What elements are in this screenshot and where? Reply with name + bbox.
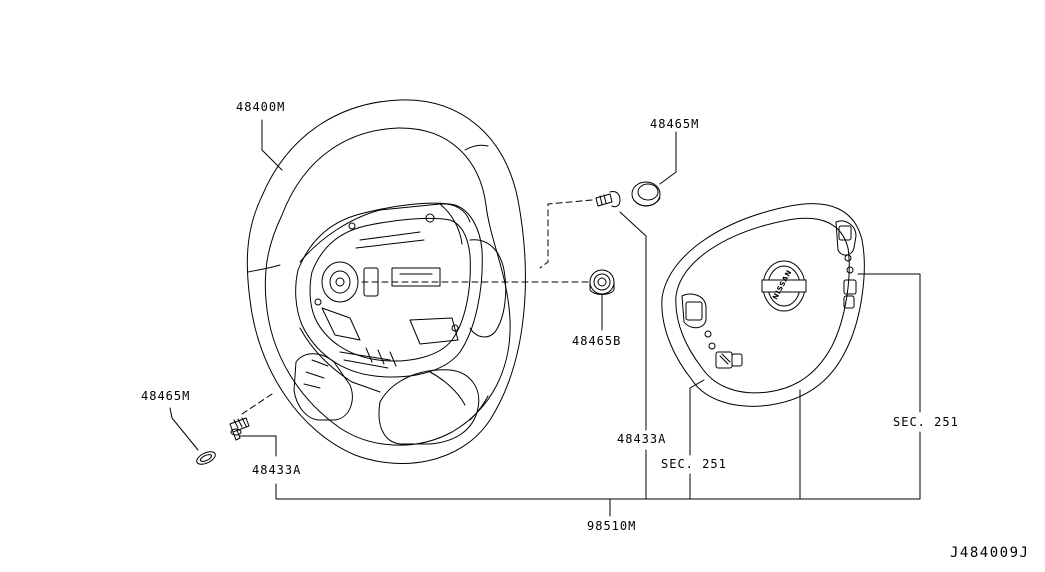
left-cap-part: [196, 451, 216, 465]
label-steering-wheel: 48400M: [236, 100, 286, 114]
label-cap-top: 48465M: [650, 117, 700, 131]
top-cap-part: [631, 181, 661, 207]
figure-reference: J484009J: [950, 545, 1030, 561]
label-sec-right: SEC. 251: [893, 415, 959, 429]
label-bolt-right: 48433A: [617, 432, 667, 446]
assembly-dashed-lines: [241, 199, 593, 415]
label-nut: 48465B: [572, 334, 622, 348]
upper-bolt-part: [595, 191, 621, 208]
label-cap-left: 48465M: [141, 389, 191, 403]
airbag-module: [661, 203, 865, 407]
steering-wheel: [246, 99, 526, 464]
label-sec-left: SEC. 251: [661, 457, 727, 471]
nut-part: [589, 269, 615, 295]
left-bolt-part: [229, 417, 250, 441]
leader-lines: [169, 119, 921, 517]
label-airbag-module: 98510M: [587, 519, 637, 533]
label-bolt-left: 48433A: [252, 463, 302, 477]
